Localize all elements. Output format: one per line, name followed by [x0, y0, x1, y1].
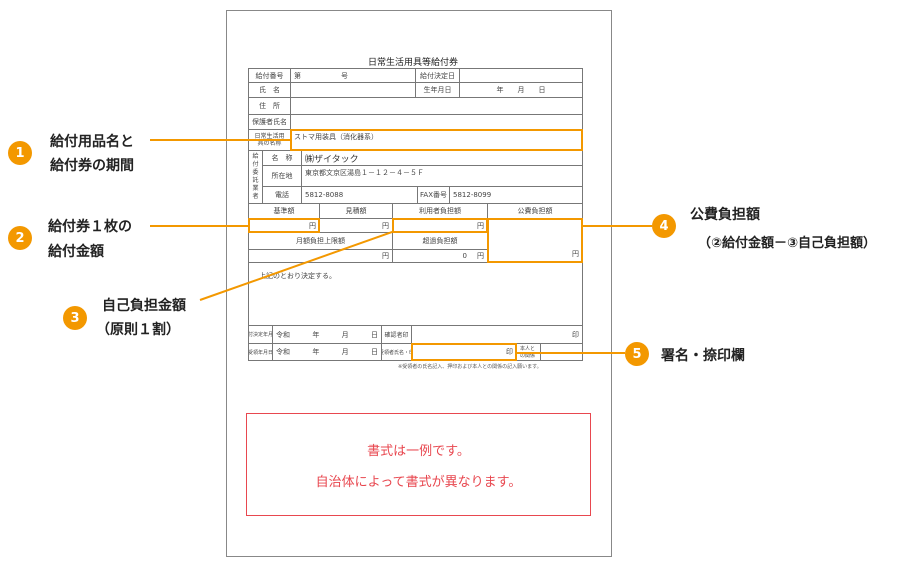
label: 氏 名 — [248, 82, 291, 98]
callout-label: 給付券の期間 — [50, 158, 134, 174]
cell — [290, 82, 416, 98]
label: 生年月日 — [415, 82, 460, 98]
leader-line — [583, 225, 652, 227]
label: 公費負担額 — [487, 203, 583, 219]
label: 所在地 — [262, 165, 302, 187]
callout-number: 2 — [8, 226, 32, 250]
grant-number: 第号 — [290, 68, 416, 83]
callout-label: 公費負担額 — [690, 207, 760, 223]
label: 給付決定年月日 — [248, 325, 273, 344]
callout-label: 給付券１枚の — [48, 219, 132, 235]
label: 基準額 — [248, 203, 320, 219]
label: 超過負担額 — [392, 232, 488, 250]
label: 住 所 — [248, 97, 291, 115]
text: 日 — [370, 330, 378, 339]
cell — [459, 68, 583, 83]
highlight-grant-amount — [248, 218, 320, 233]
text: 日 — [370, 348, 378, 356]
highlight-user-burden — [392, 218, 488, 233]
callout-label: 署名・捺印欄 — [661, 348, 745, 364]
notice-line: 自治体によって書式が異なります。 — [315, 475, 522, 490]
decision-date: 令和 年 月 日 — [272, 325, 382, 344]
label: 受領者氏名・印 — [381, 343, 412, 361]
callout-label: 給付金額 — [48, 244, 104, 260]
callout-number: 1 — [8, 141, 32, 165]
cell — [290, 114, 583, 130]
cell — [290, 97, 583, 115]
label: FAX番号 — [417, 186, 450, 204]
text: 号 — [341, 71, 348, 80]
estimate-amount: 円 — [319, 218, 393, 233]
leader-line — [517, 352, 625, 354]
text: 年 — [312, 330, 320, 339]
text: 第 — [294, 71, 301, 80]
footnote: ※受領者の氏名記入、押印および本人との関係の記入願います。 — [398, 364, 542, 370]
callout-label: （原則１割） — [96, 322, 180, 338]
label: 名 称 — [262, 150, 302, 166]
vendor-address: 東京都文京区湯島１－１２－４－５Ｆ — [301, 165, 583, 187]
label: 保護者氏名 — [248, 114, 291, 130]
notice-line: 書式は一例です。 — [367, 444, 470, 459]
callout-label: 給付用品名と — [50, 134, 134, 150]
label: 受領年月日 — [248, 343, 273, 361]
text: 年 — [312, 348, 320, 356]
confirmer-seal: 印 — [411, 325, 583, 344]
form-title: 日常生活用具等給付券 — [368, 58, 459, 68]
text: 円 — [477, 252, 484, 260]
callout-number: 5 — [625, 342, 649, 366]
label: 見積額 — [319, 203, 393, 219]
form-paper — [226, 10, 612, 557]
text: 月 — [341, 348, 349, 356]
label: 確認者印 — [381, 325, 412, 344]
label: 利用者負担額 — [392, 203, 488, 219]
vendor-name: ㈱ザイタック — [301, 150, 583, 166]
callout-label: （②給付金額－③自己負担額） — [698, 236, 877, 251]
decision-text: 上記のとおり決定する。 — [248, 262, 583, 326]
label: 給付委託業者 — [248, 150, 263, 204]
leader-line — [150, 139, 291, 141]
vendor-fax: 5812-8099 — [449, 186, 583, 204]
vendor-tel: 5812-8088 — [301, 186, 418, 204]
text: 月 — [341, 330, 349, 339]
callout-label: 自己負担金額 — [102, 298, 186, 314]
sample-notice: 書式は一例です。 自治体によって書式が異なります。 — [246, 413, 591, 516]
text: 0 — [462, 252, 467, 260]
highlight-public-burden — [487, 218, 583, 263]
label: 電話 — [262, 186, 302, 204]
text: 令和 — [276, 330, 290, 339]
text: 令和 — [276, 348, 290, 356]
highlight-item-name — [290, 129, 583, 151]
leader-line — [150, 225, 248, 227]
label: 月額負担上限額 — [248, 232, 393, 250]
birth-date: 年 月 日 — [459, 82, 583, 98]
highlight-signature — [411, 343, 517, 361]
label: 給付決定日 — [415, 68, 460, 83]
label: 給付番号 — [248, 68, 291, 83]
callout-number: 3 — [63, 306, 87, 330]
receipt-date: 令和 年 月 日 — [272, 343, 382, 361]
callout-number: 4 — [652, 214, 676, 238]
